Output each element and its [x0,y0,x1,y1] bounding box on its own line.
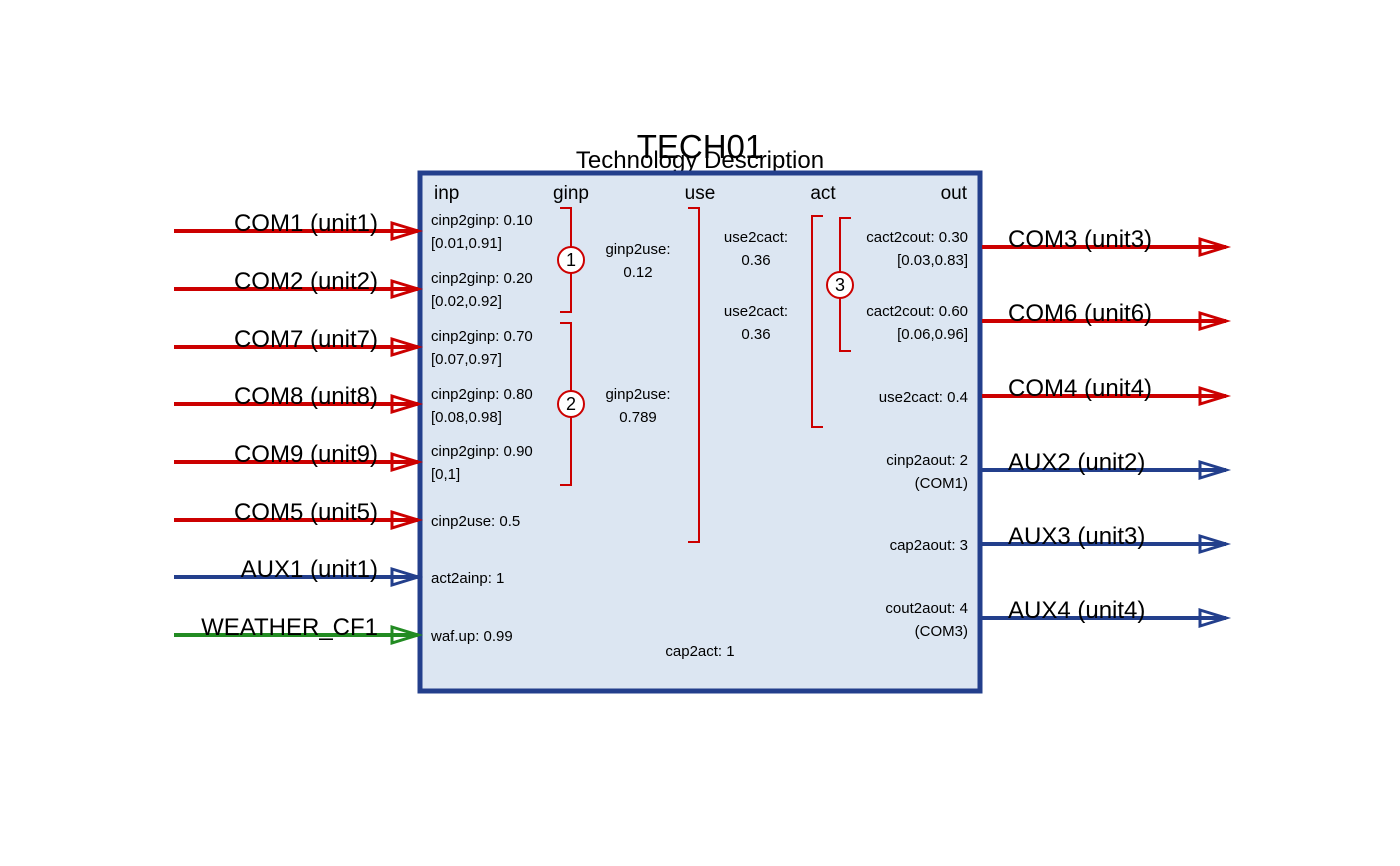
output-flow-arrowhead [1198,236,1232,258]
output-flow-arrowhead [1198,310,1232,332]
output-flow-label: COM6 (unit6) [1008,300,1152,327]
input-param-range: [0,1] [431,466,460,483]
input-flow-label: COM2 (unit2) [234,268,378,295]
input-flow-label: COM8 (unit8) [234,383,378,410]
input-flow-arrowhead [390,336,424,358]
input-parameters: cinp2ginp: 0.10 [0.01,0.91] cinp2ginp: 0… [430,212,533,645]
group-param-label: ginp2use: [605,386,670,403]
input-flows: COM1 (unit1) COM2 (unit2) COM7 (unit7) C… [174,210,424,646]
input-param-value: cinp2use: 0.5 [431,513,520,530]
output-param-value: cact2cout: 0.30 [866,229,968,246]
output-flow-label: COM3 (unit3) [1008,226,1152,253]
output-flow-arrowhead [1198,607,1232,629]
input-flow-label: COM1 (unit1) [234,210,378,237]
input-param-range: [0.01,0.91] [431,235,502,252]
output-flow-label: AUX3 (unit3) [1008,523,1145,550]
output-param-value: cact2cout: 0.60 [866,303,968,320]
input-flow-label: COM9 (unit9) [234,441,378,468]
column-header-inp: inp [434,183,459,204]
output-param-note: (COM1) [915,475,968,492]
output-flow-label: AUX4 (unit4) [1008,597,1145,624]
output-flow-arrowhead [1198,385,1232,407]
input-flow-arrowhead [390,220,424,242]
input-flow-label: AUX1 (unit1) [241,556,378,583]
output-param-value: cout2aout: 4 [885,600,968,617]
input-param-value: cinp2ginp: 0.90 [431,443,533,460]
cap2act-param: cap2act: 1 [665,643,734,660]
use-param-label: use2cact: [724,303,788,320]
use-param-value: 0.36 [741,252,770,269]
column-header-act: act [810,183,836,204]
input-param-range: [0.07,0.97] [431,351,502,368]
input-param-value: cinp2ginp: 0.70 [431,328,533,345]
group-circle-1 [557,246,585,274]
input-param-range: [0.02,0.92] [431,293,502,310]
output-parameters: cact2cout: 0.30 [0.03,0.83] cact2cout: 0… [866,229,968,640]
group-number-3: 3 [835,275,845,295]
output-param-value: cap2aout: 3 [890,537,968,554]
input-flow-arrowhead [390,278,424,300]
input-param-value: waf.up: 0.99 [430,628,513,645]
use-param-label: use2cact: [724,229,788,246]
group-param-value: 0.789 [619,409,657,426]
use-param-value: 0.36 [741,326,770,343]
output-param-note: (COM3) [915,623,968,640]
diagram-title: TECH01 [637,128,764,165]
output-flow-label: COM4 (unit4) [1008,375,1152,402]
input-flow-arrowhead [390,451,424,473]
diagram-subtitle: Technology Description [576,147,824,174]
input-flow-label: COM5 (unit5) [234,499,378,526]
column-header-out: out [941,183,968,204]
input-flow-arrowhead [390,624,424,646]
input-flow-arrowhead [390,509,424,531]
input-param-value: cinp2ginp: 0.80 [431,386,533,403]
group-param-label: ginp2use: [605,241,670,258]
output-flow-arrowhead [1198,459,1232,481]
group-circle-2 [557,390,585,418]
input-param-value: cinp2ginp: 0.10 [431,212,533,229]
input-flow-label: WEATHER_CF1 [201,614,378,641]
column-header-use: use [685,183,716,204]
output-param-range: [0.06,0.96] [897,326,968,343]
group-circle-3 [826,271,854,299]
output-flow-arrowhead [1198,533,1232,555]
act-bracket [811,215,823,428]
group-parameters: ginp2use: 0.12 ginp2use: 0.789 [605,241,670,426]
output-param-range: [0.03,0.83] [897,252,968,269]
output-flows: COM3 (unit3) COM6 (unit6) COM4 (unit4) A… [982,226,1232,629]
input-flow-label: COM7 (unit7) [234,326,378,353]
use-bracket [688,207,700,543]
group-brackets: 1 2 3 [557,207,854,543]
output-param-value: cinp2aout: 2 [886,452,968,469]
input-param-range: [0.08,0.98] [431,409,502,426]
group-number-2: 2 [566,394,576,414]
output-param-value: use2cact: 0.4 [879,389,968,406]
input-flow-arrowhead [390,393,424,415]
output-flow-label: AUX2 (unit2) [1008,449,1145,476]
group-number-1: 1 [566,250,576,270]
input-flow-arrowhead [390,566,424,588]
column-header-ginp: ginp [553,183,589,204]
group-param-value: 0.12 [623,264,652,281]
input-param-value: act2ainp: 1 [431,570,504,587]
input-param-value: cinp2ginp: 0.20 [431,270,533,287]
use-parameters: use2cact: 0.36 use2cact: 0.36 [724,229,788,343]
